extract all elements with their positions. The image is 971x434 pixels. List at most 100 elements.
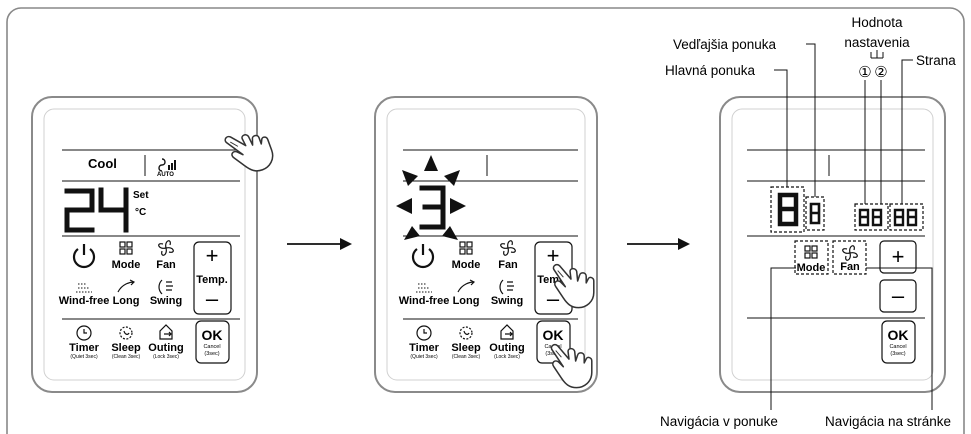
setting-value-box (854, 203, 889, 231)
fan-button[interactable]: Fan (156, 240, 176, 271)
minus-icon: – (206, 286, 219, 311)
temperature-unit: °C (135, 207, 146, 218)
cancel-label: Cancel (889, 344, 906, 350)
outing-sublabel: (Lock 3sec) (494, 354, 520, 360)
cancel-sublabel: (3sec) (545, 351, 560, 357)
fan-button-label: Fan (156, 259, 176, 271)
page-nav-box (832, 240, 867, 275)
sleep-button[interactable]: Sleep (Clean 3sec) (111, 326, 141, 360)
timer-label: Timer (409, 342, 439, 354)
flow-arrow-1 (287, 238, 352, 250)
long-button[interactable]: Long (453, 279, 480, 307)
wind-free-label: Wind-free (59, 295, 110, 307)
page-box (889, 203, 924, 231)
fan-button-label: Fan (840, 261, 860, 273)
plus-icon: + (547, 243, 560, 268)
fan-signal-icon (158, 158, 176, 172)
menu-nav-callout: Navigácia v ponuke (660, 414, 778, 429)
power-button[interactable] (72, 244, 96, 269)
ok-button[interactable]: OK Cancel (3sec) (881, 320, 916, 364)
mode-button-label: Mode (797, 262, 826, 274)
sleep-sublabel: (Clean 3sec) (452, 354, 481, 360)
flow-arrow-2 (627, 238, 690, 250)
circle-marker-1: ① (858, 64, 871, 81)
wind-free-button[interactable]: Wind-free (399, 283, 450, 307)
outing-sublabel: (Lock 3sec) (153, 354, 179, 360)
fan-auto-label: AUTO (157, 172, 174, 178)
minus-icon: – (547, 286, 560, 311)
ok-label: OK (888, 327, 909, 343)
set-label: Set (133, 190, 149, 201)
sleep-label: Sleep (111, 342, 141, 354)
mode-button[interactable]: Mode (112, 241, 141, 271)
ok-label: OK (543, 327, 564, 343)
outing-label: Outing (148, 342, 183, 354)
page-nav-callout: Navigácia na stránke (825, 414, 951, 429)
remote-1-inner (43, 108, 246, 381)
swing-button[interactable]: Swing (491, 279, 523, 307)
cancel-sublabel: (3sec) (204, 351, 219, 357)
sleep-sublabel: (Clean 3sec) (112, 354, 141, 360)
swing-label: Swing (150, 295, 182, 307)
page-callout: Strana (916, 53, 956, 68)
timer-sublabel: (Quiet 3sec) (410, 354, 438, 360)
mode-button-label: Mode (112, 259, 141, 271)
ok-label: OK (202, 327, 223, 343)
setting-value-digits (858, 208, 883, 227)
outer-frame (6, 7, 965, 434)
wind-free-button[interactable]: Wind-free (59, 283, 110, 307)
sub-menu-callout: Vedľajšia ponuka (673, 37, 777, 52)
outing-button[interactable]: Outing (Lock 3sec) (489, 324, 525, 360)
outing-button[interactable]: Outing (Lock 3sec) (148, 324, 184, 360)
remote-2: 3 Mode Fan + Temp. – Wind-free Long (374, 96, 598, 393)
remote-3-body (719, 96, 946, 393)
mode-button[interactable]: Mode (452, 241, 481, 271)
sleep-button[interactable]: Sleep (Clean 3sec) (451, 326, 481, 360)
minus-icon: – (892, 283, 905, 308)
ok-button[interactable]: OK Cancel (3sec) (195, 320, 230, 364)
temp-button[interactable]: + Temp. – (193, 241, 232, 315)
long-button[interactable]: Long (113, 279, 140, 307)
mode-display: Cool (88, 156, 117, 171)
fan-button[interactable]: Fan (840, 245, 860, 273)
timer-sublabel: (Quiet 3sec) (70, 354, 98, 360)
setting-value-callout-line2: nastavenia (844, 35, 910, 50)
swing-label: Swing (491, 295, 523, 307)
plus-icon: + (892, 244, 905, 269)
mode-button[interactable]: Mode (797, 245, 826, 274)
remote-3: 8 8 88 88 Mode Fan (719, 96, 946, 393)
remote-1-body (31, 96, 258, 393)
long-label: Long (113, 295, 140, 307)
remote-1: Cool AUTO 24 Set °C Mode Fan (31, 96, 278, 393)
outing-label: Outing (489, 342, 524, 354)
callouts (770, 43, 933, 410)
temperature-digit-2 (64, 188, 95, 233)
timer-button[interactable]: Timer (Quiet 3sec) (69, 325, 100, 360)
minus-button[interactable]: – (879, 279, 917, 313)
long-label: Long (453, 295, 480, 307)
sleep-label: Sleep (451, 342, 481, 354)
wind-free-label: Wind-free (399, 295, 450, 307)
sub-menu-digit (809, 202, 821, 225)
sub-menu-box (805, 196, 825, 231)
menu-nav-box (794, 240, 829, 275)
main-menu-digit (777, 192, 799, 227)
plus-icon: + (206, 243, 219, 268)
main-menu-callout: Hlavná ponuka (665, 63, 756, 78)
page-digits (893, 208, 918, 227)
cancel-label: Cancel (203, 344, 220, 350)
mode-button-label: Mode (452, 259, 481, 271)
fan-button[interactable]: Fan (498, 240, 518, 271)
temperature-digit-4 (98, 187, 129, 233)
circle-marker-2: ② (874, 64, 887, 81)
cancel-sublabel: (3sec) (890, 351, 905, 357)
digit-3 (419, 185, 446, 230)
fan-button-label: Fan (498, 259, 518, 271)
temp-button-label: Temp. (196, 274, 228, 286)
swing-button[interactable]: Swing (150, 279, 182, 307)
timer-button[interactable]: Timer (Quiet 3sec) (409, 325, 440, 360)
power-button[interactable] (411, 244, 435, 269)
timer-label: Timer (69, 342, 99, 354)
flashing-indicator (396, 155, 466, 240)
plus-button[interactable]: + (879, 240, 917, 274)
